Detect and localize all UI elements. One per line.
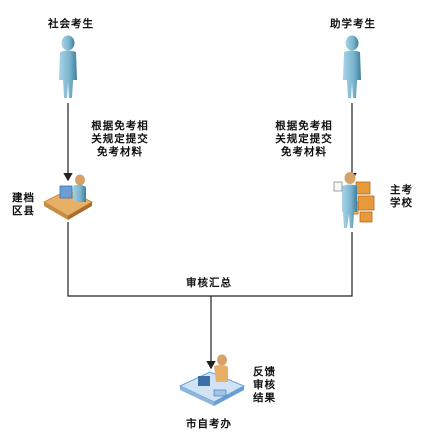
note-line: 根据免考相 [91, 120, 149, 132]
note-line: 关规定提交 [275, 133, 333, 145]
actor-label-line: 建档 [12, 192, 35, 204]
person-at-desk-icon [43, 174, 93, 220]
note-merge: 审核汇总 [186, 277, 232, 289]
connector-lines [63, 103, 357, 370]
person-at-terminal-icon [178, 354, 246, 406]
actor-label-social-candidate: 社会考生 [48, 18, 94, 30]
note-line: 免考材料 [97, 146, 143, 158]
actor-label-host-school: 主考 学校 [390, 184, 413, 210]
actor-label-district-office: 建档 区县 [12, 192, 35, 218]
actor-label-line: 学校 [390, 197, 413, 209]
actor-label-line: 区县 [12, 205, 35, 217]
note-right-submit: 根据免考相 关规定提交 免考材料 [270, 120, 338, 159]
note-left-submit: 根据免考相 关规定提交 免考材料 [86, 120, 154, 159]
person-icon [343, 35, 361, 98]
line-merge [67, 222, 353, 297]
person-icon [59, 35, 77, 98]
note-line: 审核 [253, 379, 276, 391]
actor-label-line: 主考 [390, 184, 413, 196]
note-feedback: 反馈 审核 结果 [253, 366, 276, 405]
note-line: 反馈 [253, 366, 276, 378]
note-line: 关规定提交 [91, 133, 149, 145]
actor-label-assisted-candidate: 助学考生 [330, 18, 376, 30]
note-line: 根据免考相 [275, 120, 333, 132]
note-line: 结果 [253, 392, 276, 404]
actor-label-city-office: 市自考办 [186, 418, 232, 430]
note-line: 免考材料 [281, 146, 327, 158]
person-with-boxes-icon [333, 172, 375, 228]
